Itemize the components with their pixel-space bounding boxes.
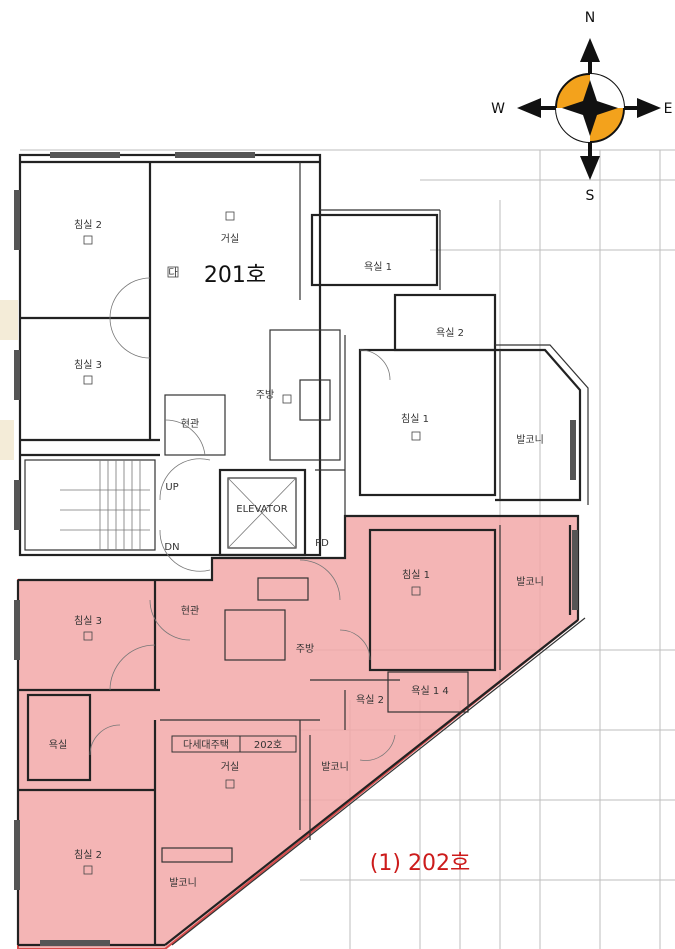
label-201-livingroom: 거실	[221, 233, 239, 245]
label-202-bedroom2: 침실 2	[74, 849, 102, 861]
label-201-bedroom1: 침실 1	[401, 413, 429, 425]
label-202-livingroom: 거실	[221, 761, 239, 773]
label-202-balcony3: 발코니	[169, 877, 197, 889]
stairs	[60, 460, 150, 550]
label-202-bedroom1: 침실 1	[402, 569, 430, 581]
label-201-balcony: 발코니	[516, 434, 544, 446]
label-202-bathroom2: 욕실 2	[356, 694, 384, 706]
label-201-bedroom3: 침실 3	[74, 359, 102, 371]
label-201-bathroom1: 욕실 1	[364, 261, 392, 273]
unit-201-walls	[18, 153, 589, 557]
unit-202-label: (1) 202호	[370, 851, 470, 876]
label-201-dining: 다	[168, 267, 177, 279]
west-arrow-icon	[517, 98, 541, 118]
windows	[14, 152, 578, 946]
label-201-bathroom2: 욕실 2	[436, 327, 464, 339]
north-arrow-icon	[580, 38, 600, 62]
label-201-entrance: 현관	[181, 418, 199, 430]
label-201-bedroom2: 침실 2	[74, 219, 102, 231]
unit-202-walls	[16, 514, 586, 947]
label-202-bedroom3: 침실 3	[74, 615, 102, 627]
label-202-bathroom: 욕실	[49, 739, 67, 751]
label-stairs-down: DN	[164, 542, 179, 553]
compass-west: W	[491, 101, 505, 117]
label-stairs-up: UP	[165, 482, 178, 493]
tag-building-type: 다세대주택	[183, 739, 229, 751]
label-pd: PD	[315, 538, 329, 549]
label-202-entrance: 현관	[181, 605, 199, 617]
compass-north: N	[585, 10, 595, 26]
watermark-mark	[0, 420, 14, 460]
door-swings-upper	[109, 277, 391, 572]
tag-unit-number: 202호	[254, 739, 282, 751]
label-elevator: ELEVATOR	[236, 504, 287, 515]
south-arrow-icon	[580, 156, 600, 180]
compass-east: E	[664, 101, 673, 117]
watermark-mark	[0, 300, 18, 340]
compass-south: S	[586, 188, 595, 204]
label-202-kitchen: 주방	[296, 643, 314, 655]
unit-202-tag: 다세대주택 202호	[171, 735, 297, 753]
east-arrow-icon	[637, 98, 661, 118]
label-202-balcony2: 발코니	[321, 761, 349, 773]
compass-star-icon	[562, 80, 618, 136]
label-201-kitchen: 주방	[256, 389, 274, 401]
label-202-balcony1: 발코니	[516, 576, 544, 588]
unit-201-label: 201호	[204, 263, 266, 288]
room-markers	[83, 211, 421, 875]
compass-rose: N S W E	[491, 10, 672, 204]
door-swings-lower	[89, 559, 396, 761]
label-202-bathroom-main: 욕실 1 4	[411, 685, 448, 697]
